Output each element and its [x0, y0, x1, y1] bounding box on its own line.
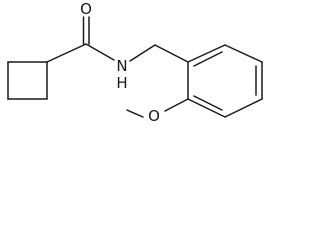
amide-hydrogen-label: H: [116, 74, 127, 92]
amide-nitrogen-label: N: [116, 57, 127, 75]
methylene-to-ring-bond: [154, 44, 189, 63]
carbonyl-to-nitrogen-bond: [85, 43, 115, 61]
cyclobutane-ring: [7, 61, 48, 100]
carbonyl-oxygen-label: O: [80, 0, 92, 18]
ring-to-carbonyl-bond: [46, 43, 87, 63]
structure-diagram: O N H O: [7, 0, 263, 125]
methoxy-methyl-bond: [126, 109, 144, 118]
carbonyl-double-bond: [82, 16, 90, 45]
ring-to-ether-oxygen-bond: [164, 98, 189, 112]
nitrogen-to-methylene-bond: [129, 44, 156, 62]
ether-oxygen-label: O: [148, 107, 160, 125]
benzene-ring: [187, 44, 263, 118]
